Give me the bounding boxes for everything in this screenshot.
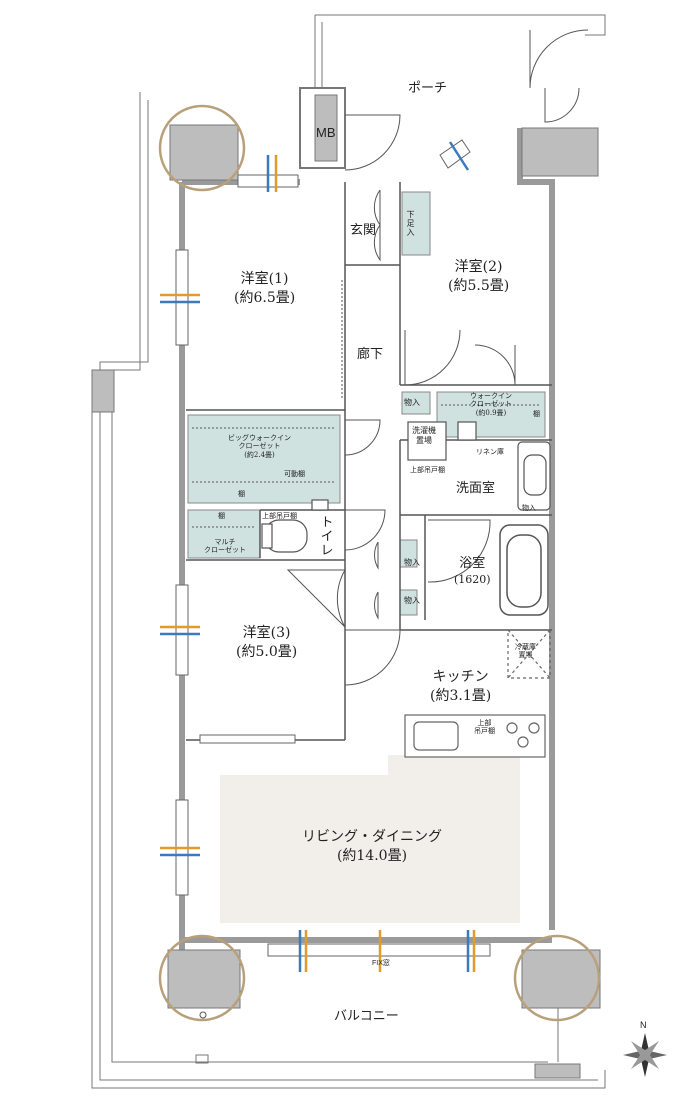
porch-label: ポーチ <box>408 81 448 96</box>
toilet-fixture <box>261 499 329 553</box>
movable-shelf-label: 可動棚 <box>284 470 305 478</box>
storage-small-label: 物入 <box>404 398 420 407</box>
columns <box>91 124 601 1009</box>
mb-label: MB <box>316 125 336 140</box>
washing-machine-name: 洗濯機 <box>412 426 436 435</box>
washing-machine-label: 洗濯機 置場 <box>412 426 436 446</box>
upper-cabinet-kitchen-label: 上部 吊戸棚 <box>474 719 495 736</box>
big-wic-name: ビッグウォークイン <box>228 434 291 442</box>
western3-label: 洋室(3) (約5.0畳) <box>236 624 297 662</box>
upper-cabinet-wash-label: 上部吊戸棚 <box>410 466 445 474</box>
highlight-rings <box>158 104 601 1022</box>
big-wic-name2: クローゼット <box>238 442 281 451</box>
washing-machine-name2: 置場 <box>416 436 432 445</box>
toilet-label: トイレ <box>317 515 333 557</box>
hallway-label: 廊下 <box>357 347 384 362</box>
western2-label: 洋室(2) (約5.5畳) <box>448 258 509 296</box>
storage-v1-label: 物入 <box>404 558 420 567</box>
kitchen-size: (約3.1畳) <box>430 687 492 704</box>
storage-v2-label: 物入 <box>404 596 420 605</box>
wic2-size: (約0.9畳) <box>475 408 507 417</box>
western2-size: (約5.5畳) <box>448 277 510 294</box>
north-label: N <box>640 1020 647 1030</box>
western1-size: (約6.5畳) <box>234 289 296 306</box>
outer-railing <box>91 14 606 1089</box>
wash-basin <box>407 421 551 511</box>
living-label: リビング・ダイニング (約14.0畳) <box>302 828 442 866</box>
entrance-label: 玄関 <box>350 223 377 238</box>
bathtub <box>499 524 549 616</box>
kitchen-counter <box>404 629 551 758</box>
western1-label: 洋室(1) (約6.5畳) <box>234 270 295 308</box>
balcony-label: バルコニー <box>334 1009 399 1024</box>
western3-size: (約5.0畳) <box>236 643 298 660</box>
living-name: リビング・ダイニング <box>302 829 442 845</box>
kitchen-label: キッチン (約3.1畳) <box>430 668 491 706</box>
fridge-label: 冷蔵庫 置場 <box>515 643 536 660</box>
washroom-label: 洗面室 <box>456 481 496 496</box>
fix-window-label: FIX窓 <box>372 960 390 967</box>
western2-name: 洋室(2) <box>454 259 503 275</box>
fridge-name2: 置場 <box>518 651 533 660</box>
shelf-b-label: 棚 <box>218 512 225 520</box>
living-floor <box>220 755 520 923</box>
western3-name: 洋室(3) <box>242 625 291 641</box>
upper-cabinet-toilet-label: 上部吊戸棚 <box>262 512 297 520</box>
fridge-name: 冷蔵庫 <box>515 643 536 651</box>
doors <box>286 29 589 686</box>
shoe-cabinet-label: 下足入 <box>406 210 415 237</box>
wic2-label: ウォークイン クローゼット (約0.9畳) <box>470 392 512 417</box>
bath-label: 浴室 (1620) <box>454 555 491 587</box>
shelf-small-label: 棚 <box>533 410 540 418</box>
multi-closet-name2: クローゼット <box>204 546 246 555</box>
multi-closet-name: マルチ <box>214 538 236 546</box>
linen-label: リネン庫 <box>476 448 504 456</box>
compass-icon <box>623 1033 667 1077</box>
upper-cabinet-kitchen-name: 上部 <box>477 719 492 727</box>
big-wic-label: ビッグウォークイン クローゼット (約2.4畳) <box>228 434 291 459</box>
storage-wash-label: 物入 <box>522 504 536 512</box>
bath-size: (1620) <box>454 572 491 586</box>
kitchen-name: キッチン <box>432 669 489 685</box>
wic2-name2: クローゼット <box>470 400 512 409</box>
multi-closet-label: マルチ クローゼット <box>204 538 246 555</box>
big-wic-size: (約2.4畳) <box>244 450 275 459</box>
living-size: (約14.0畳) <box>336 847 408 864</box>
wic2-name: ウォークイン <box>470 392 512 400</box>
shelf-a-label: 棚 <box>238 490 245 498</box>
airflow-arrows <box>160 141 476 972</box>
western1-name: 洋室(1) <box>240 271 289 287</box>
upper-cabinet-kitchen-name2: 吊戸棚 <box>474 727 495 736</box>
bath-name: 浴室 <box>459 556 486 571</box>
